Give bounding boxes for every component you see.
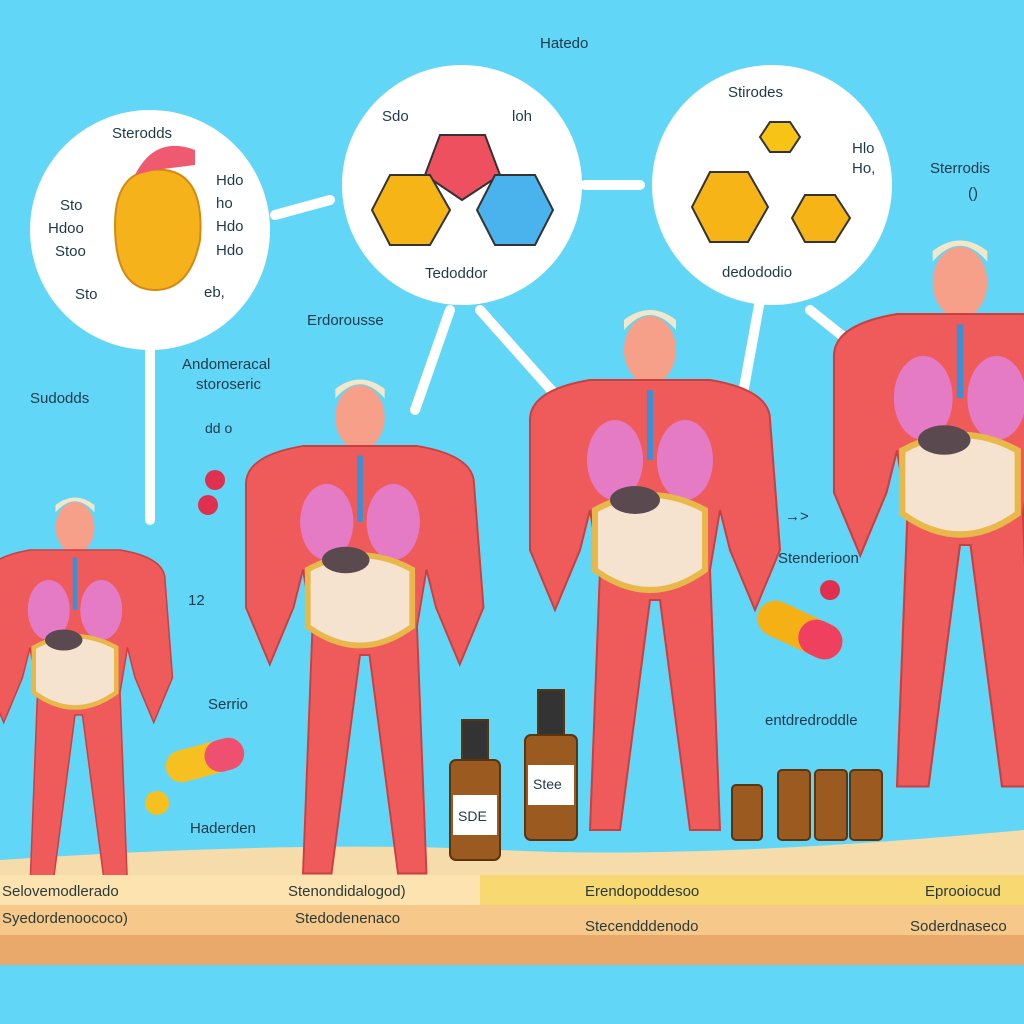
annotation: 12 [188,592,205,609]
capsule-icon [757,600,843,660]
heart-title: Sterodds [112,125,173,142]
table-cell: Stenondidalogod) [288,883,406,900]
heart-label: Hdo [216,172,244,189]
annotation: () [968,185,978,202]
figure-2 [246,380,484,874]
heart-label: Hdoo [48,220,84,237]
annotation: entdredroddle [765,712,858,729]
bottle-label: Stee [533,776,562,792]
heart-label: Sto [60,197,83,214]
annotation: dd o [205,420,233,436]
annotation: Stenderioon [778,550,859,567]
table-cell: Selovemodlerado [2,883,119,900]
table-cell: Eprooiocud [925,883,1001,900]
arrow-icon: →> [785,508,809,525]
molecule-label: Ho, [852,160,876,177]
heart-label: Stoo [55,243,86,260]
capsule-icon [165,737,245,783]
annotation: Serrio [208,696,249,713]
heart-label: ho [216,195,233,212]
heart-label: Hdo [216,218,244,235]
molecule-label: Sdo [382,108,409,125]
annotation: Sterrodis [930,160,991,177]
table-cell: Stecendddenodo [585,918,699,935]
heart-icon [113,168,202,292]
figure-1 [0,498,173,888]
table-cell: Stedodenenaco [295,910,401,927]
annotation: Andomeracal [182,356,271,373]
heart-label: Sto [75,286,98,303]
table-cell: Erendopoddesoo [585,883,700,900]
molecule-label: Hlo [852,140,875,157]
molecule-circle-2 [652,65,892,305]
annotation: Erdorousse [307,312,384,329]
molecule-1-title: Hatedo [540,35,589,52]
figure-4 [834,241,1024,787]
table-cell: Syedordenoococo) [2,910,128,927]
molecule-2-caption: dedododio [722,264,793,281]
molecule-1-caption: Tedoddor [425,265,488,282]
heart-label: Hdo [216,242,244,259]
molecule-2-title: Stirodes [728,84,784,101]
table-cell: Soderdnaseco [910,918,1007,935]
annotation: storoseric [196,376,262,393]
annotation: Haderden [190,820,256,837]
heart-label: eb, [204,284,225,301]
annotation: Sudodds [30,390,90,407]
molecule-label: loh [512,108,533,125]
bottle-label: SDE [458,808,487,824]
